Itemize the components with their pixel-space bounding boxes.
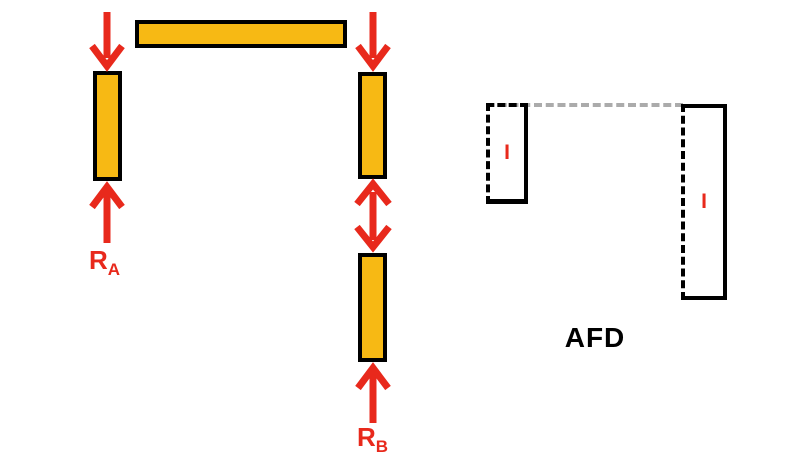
reaction-b-subscript: B xyxy=(375,437,389,457)
afd-right-force-label: I xyxy=(701,190,707,213)
column-left xyxy=(93,71,122,181)
afd-left-force-label: I xyxy=(504,141,510,164)
reaction-label-b: RB xyxy=(357,424,388,455)
load-arrow-down-left-icon xyxy=(89,12,125,72)
reaction-arrow-up-left-icon xyxy=(89,181,125,243)
afd-right-block: I xyxy=(681,104,727,300)
reaction-arrow-up-right-icon xyxy=(355,362,391,423)
load-arrow-down-right-icon xyxy=(355,12,391,72)
afd-left-block: I xyxy=(486,103,528,204)
column-right-upper xyxy=(358,72,387,179)
afd-title: AFD xyxy=(564,322,626,353)
reaction-b-symbol: R xyxy=(357,422,376,452)
reaction-label-a: RA xyxy=(89,247,120,278)
reaction-a-subscript: A xyxy=(107,260,121,280)
reaction-a-symbol: R xyxy=(89,245,108,275)
column-right-lower xyxy=(358,253,387,362)
beam-top xyxy=(135,20,347,48)
internal-force-double-arrow-icon xyxy=(354,178,392,253)
afd-baseline-dashed-line xyxy=(487,103,683,107)
